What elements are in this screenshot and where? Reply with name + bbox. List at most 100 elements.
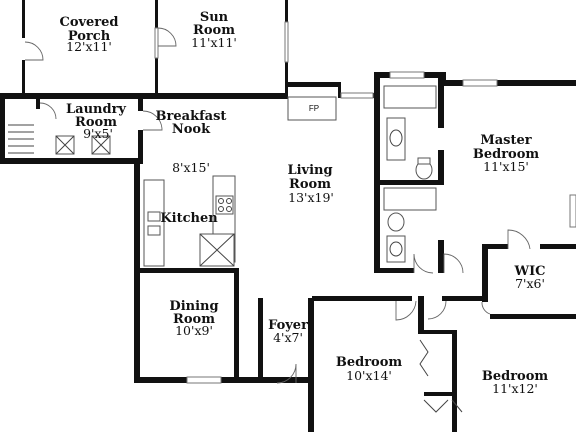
west-wall [0, 93, 5, 163]
bedroom-3-name: Bedroom [482, 369, 549, 384]
laundry-east-wall-bottom [138, 130, 143, 164]
dining-room-name-2: Room [173, 312, 215, 327]
bedroom-3-dims: 11'x12' [492, 381, 538, 396]
bath-window [389, 71, 425, 79]
covered-porch-name-2: Porch [68, 29, 111, 44]
fixtures [8, 85, 437, 267]
master-bedroom-name-2: Bedroom [473, 147, 540, 162]
foyer-dims: 4'x7' [273, 330, 303, 345]
breakfast-nook-name-1: Breakfast [156, 109, 227, 124]
bath-north-jog [374, 72, 380, 98]
laundry-room-name-2: Room [75, 115, 117, 130]
laundry-room-dims: 9'x5' [83, 126, 113, 141]
sunroom-window-east [284, 21, 289, 63]
bath-south-wall [374, 268, 414, 273]
covered-porch-dims: 12'x11' [66, 39, 112, 54]
living-room-name-1: Living [287, 163, 332, 178]
laundry-room-name-1: Laundry [66, 102, 126, 117]
bedroom-2: Bedroom 10'x14' [336, 355, 403, 383]
closet-wall-b [418, 330, 456, 334]
bifold-closet-c [451, 399, 463, 413]
fireplace-box [287, 96, 337, 121]
jog-1 [285, 82, 288, 96]
foyer-west-wall [258, 298, 263, 378]
kitchen-sink-1 [147, 211, 161, 222]
laundry-door [39, 102, 57, 120]
north-wall-west [0, 93, 150, 99]
bathtub-hall [383, 187, 437, 211]
wic-north-wall-right [540, 244, 576, 249]
bedroom2-door [395, 300, 417, 321]
closet-door [427, 300, 447, 320]
hall-west-wall-top [308, 298, 314, 322]
breakfast-nook-dims: 8'x15' [172, 160, 210, 175]
vanity-master [386, 117, 406, 161]
toilet-hall [387, 212, 405, 232]
bath-door [413, 253, 434, 274]
kitchen-sink-2 [147, 225, 161, 236]
bifold-closet-b [423, 399, 449, 413]
dining-room-dims: 10'x9' [175, 323, 213, 338]
kitchen-counter-west [143, 179, 165, 267]
bath-divider [374, 180, 444, 185]
sun-room-dims: 11'x11' [191, 35, 237, 50]
wic-north-wall-left [482, 244, 508, 249]
sun-room-name-2: Room [193, 23, 235, 38]
master-west-wall-top [438, 78, 444, 128]
wic-west-wall [482, 244, 488, 302]
kitchen-label: Kitchen [160, 211, 218, 226]
room-labels: Covered Porch 12'x11' Sun Room 11'x11' L… [59, 10, 548, 396]
laundry-stairs [8, 124, 34, 154]
laundry-east-wall-top [138, 93, 143, 111]
master-bedroom-name-1: Master [480, 133, 531, 148]
bath-west-wall [374, 98, 380, 273]
foyer: Foyer 4'x7' [268, 318, 308, 345]
master-door [443, 253, 464, 274]
porch-left-post [22, 0, 25, 38]
porch-sun-divider-lower [155, 58, 158, 93]
bedroom-3: Bedroom 11'x12' [482, 369, 549, 396]
laundry-east-door [142, 110, 163, 131]
porch-sun-divider [155, 0, 158, 28]
sunroom-window-west [154, 27, 159, 59]
master-west-wall-bottom [438, 240, 444, 273]
master-window-east [569, 194, 576, 228]
breakfast-nook-name-2: Nook [172, 122, 211, 137]
bifold-closet-a [419, 339, 429, 377]
laundry-south-wall [0, 158, 140, 164]
north-wall-fp [285, 82, 341, 87]
living-room-name-2: Room [289, 177, 331, 192]
living-window [340, 92, 374, 99]
wic-south-wall [490, 314, 576, 319]
range [215, 195, 234, 215]
laundry-room: Laundry Room 9'x5' [66, 102, 126, 141]
living-room: Living Room 13'x19' [287, 163, 333, 205]
covered-porch-name-1: Covered [59, 15, 118, 30]
bedroom-2-name: Bedroom [336, 355, 403, 370]
porch-door [24, 41, 44, 61]
dining-room-name-1: Dining [169, 299, 218, 314]
bedroom3-west-wall [452, 330, 457, 432]
master-bedroom-dims: 11'x15' [483, 159, 529, 174]
windows [154, 21, 576, 384]
laundry-door-jamb [36, 99, 40, 109]
closet-wall-a [418, 296, 424, 334]
wic-dims: 7'x6' [515, 276, 545, 291]
master-window-north [462, 79, 498, 87]
master-west-wall-mid [438, 150, 444, 180]
vanity-hall [386, 235, 406, 263]
bathtub-master [383, 85, 437, 109]
sun-room: Sun Room 11'x11' [191, 10, 237, 50]
wic-corner-door [481, 301, 491, 315]
hall-south-wall [312, 296, 412, 301]
jog-2 [338, 82, 341, 96]
dining-east-wall [234, 268, 239, 378]
doors [24, 27, 531, 413]
fireplace-label: FP [309, 104, 319, 113]
master-bedroom: Master Bedroom 11'x15' [473, 133, 540, 174]
sun-room-name-1: Sun [200, 10, 229, 25]
hall-south-wall-east [442, 296, 482, 301]
